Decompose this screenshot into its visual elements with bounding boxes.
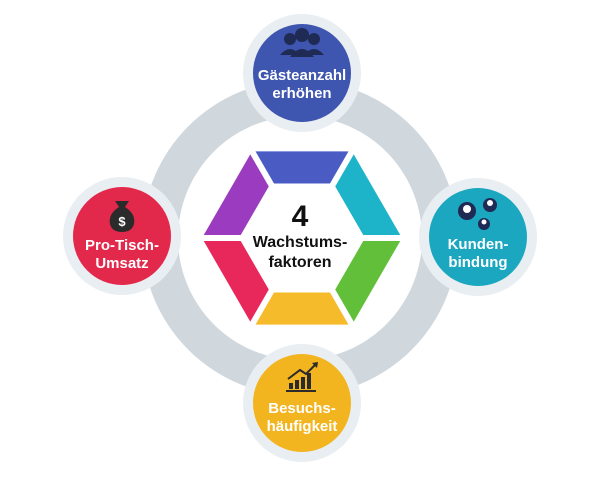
node-top-line-1: Gästeanzahl bbox=[258, 67, 346, 84]
growth-chart-icon bbox=[286, 362, 318, 392]
center-hexagon bbox=[239, 183, 365, 293]
center-line-1: Wachstums- bbox=[253, 234, 348, 251]
hexagon-segment bbox=[255, 285, 349, 325]
node-left-line-1: Pro-Tisch- bbox=[85, 237, 159, 254]
node-gaesteanzahl: Gästeanzahl erhöhen bbox=[243, 14, 361, 132]
center-number: 4 bbox=[292, 200, 309, 233]
money-bag-icon: $ bbox=[109, 201, 135, 232]
node-left-fill bbox=[73, 187, 171, 285]
hexagon-segment bbox=[255, 151, 349, 191]
node-right-line-1: Kunden- bbox=[448, 236, 509, 253]
svg-text:$: $ bbox=[118, 214, 126, 229]
node-right-line-2: bindung bbox=[448, 254, 507, 271]
node-pro-tisch-umsatz: $ Pro-Tisch- Umsatz bbox=[63, 177, 181, 295]
people-group-icon bbox=[280, 28, 324, 57]
node-kundenbindung: Kunden- bindung bbox=[419, 178, 537, 296]
node-bottom-line-2: häufigkeit bbox=[267, 418, 338, 435]
node-bottom-fill bbox=[253, 354, 351, 452]
node-left-line-2: Umsatz bbox=[95, 255, 148, 272]
center-line-2: faktoren bbox=[268, 254, 331, 271]
node-top-fill bbox=[253, 24, 351, 122]
customers-icon bbox=[458, 198, 497, 230]
node-right-fill bbox=[429, 188, 527, 286]
node-top-line-2: erhöhen bbox=[272, 85, 331, 102]
node-besuchshaeufigkeit: Besuchs- häufigkeit bbox=[243, 344, 361, 462]
node-bottom-line-1: Besuchs- bbox=[268, 400, 336, 417]
